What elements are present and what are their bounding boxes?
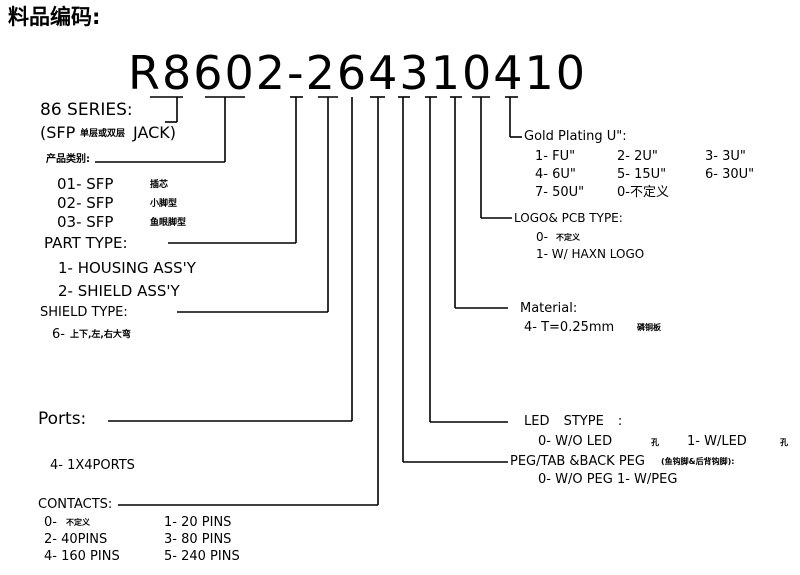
led-item-0-hole: 孔 <box>651 438 659 447</box>
part-type-item-2: 2- SHIELD ASS'Y <box>58 282 180 300</box>
contacts-item-4: 4- 160 PINS <box>44 549 120 564</box>
logo-pcb-item-0-code: 0- <box>536 230 548 244</box>
logo-pcb-label: LOGO& PCB TYPE: <box>514 211 623 225</box>
gold-plating-label: Gold Plating U": <box>524 129 627 144</box>
shield-type-item-note: 上下,左,右大弯 <box>70 330 131 340</box>
gold-plating-item-4: 4- 6U" <box>535 167 576 182</box>
category-note-2: 小脚型 <box>150 199 178 209</box>
contacts-item-1: 1- 20 PINS <box>164 515 232 530</box>
series-label: 86 SERIES: <box>40 100 133 120</box>
led-item-1: 1- W/LED <box>687 434 747 449</box>
contacts-item-0-code: 0- <box>44 515 57 530</box>
contacts-item-5: 5- 240 PINS <box>164 549 240 564</box>
part-type-item-1: 1- HOUSING ASS'Y <box>58 259 196 277</box>
material-label: Material: <box>520 301 578 316</box>
contacts-item-3: 3- 80 PINS <box>164 532 232 547</box>
category-code-2: 02- SFP <box>57 194 114 212</box>
gold-plating-item-2: 2- 2U" <box>617 149 658 164</box>
gold-plating-item-0: 0-不定义 <box>617 185 669 200</box>
gold-plating-item-1: 1- FU" <box>535 149 576 164</box>
ports-item: 4- 1X4PORTS <box>50 458 135 473</box>
series-description-cn: 单层或双层 <box>80 129 126 139</box>
contacts-item-0-note: 不定义 <box>66 518 90 527</box>
logo-pcb-item-1: 1- W/ HAXN LOGO <box>536 247 645 261</box>
led-item-1-hole: 孔 <box>780 438 788 447</box>
gold-plating-item-3: 3- 3U" <box>705 149 746 164</box>
category-note-3: 鱼眼脚型 <box>150 218 187 228</box>
category-note-1: 插芯 <box>150 180 169 190</box>
ports-label: Ports: <box>38 409 87 429</box>
led-item-0: 0- W/O LED <box>538 434 613 449</box>
gold-plating-item-6: 6- 30U" <box>705 167 755 182</box>
series-description-a: (SFP <box>40 123 76 142</box>
series-description-b: JACK) <box>133 123 177 142</box>
part-type-label: PART TYPE: <box>44 234 128 252</box>
led-label: LED STYPE : <box>524 414 623 429</box>
contacts-item-2: 2- 40PINS <box>44 532 108 547</box>
peg-items: 0- W/O PEG 1- W/PEG <box>538 472 678 487</box>
category-code-3: 03- SFP <box>57 213 114 231</box>
peg-label-note: (鱼钩脚&后背钩脚): <box>661 457 735 466</box>
contacts-label: CONTACTS: <box>38 497 113 512</box>
page-title: 料品编码: <box>8 5 101 29</box>
logo-pcb-item-0-note: 不定义 <box>556 233 580 242</box>
shield-type-item-code: 6- <box>52 327 65 342</box>
shield-type-label: SHIELD TYPE: <box>40 305 128 320</box>
category-label: 产品类别: <box>46 154 90 165</box>
gold-plating-item-5: 5- 15U" <box>617 167 667 182</box>
part-number: R8602-264310410 <box>128 46 588 100</box>
peg-label: PEG/TAB &BACK PEG <box>510 454 645 469</box>
category-code-1: 01- SFP <box>57 175 114 193</box>
material-item-note: 磷铜板 <box>637 323 661 332</box>
material-item-code: 4- T=0.25mm <box>524 320 615 335</box>
gold-plating-item-7: 7- 50U" <box>535 185 585 200</box>
